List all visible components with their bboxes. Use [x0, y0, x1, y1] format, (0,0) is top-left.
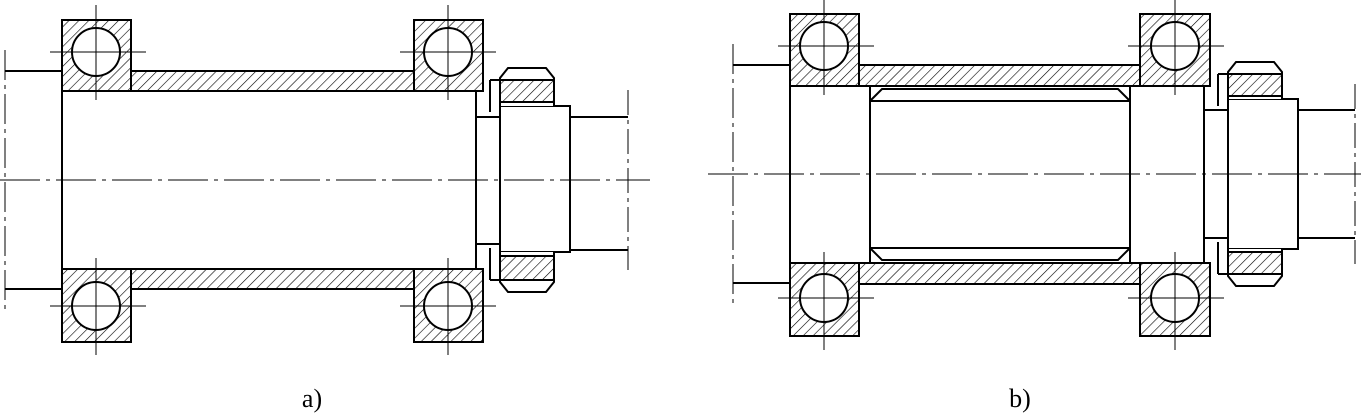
figure-b-center-lines [708, 0, 1361, 350]
figure-a-gear [489, 67, 555, 293]
figure-a-caption: a) [301, 384, 323, 413]
technical-drawing [0, 0, 1361, 355]
figure-b-gear [1217, 61, 1283, 287]
figure-a-drawing [0, 5, 650, 355]
figure-b-drawing [708, 0, 1361, 350]
figure-b-caption: b) [1009, 384, 1031, 413]
figure-a-center-lines [0, 5, 650, 355]
